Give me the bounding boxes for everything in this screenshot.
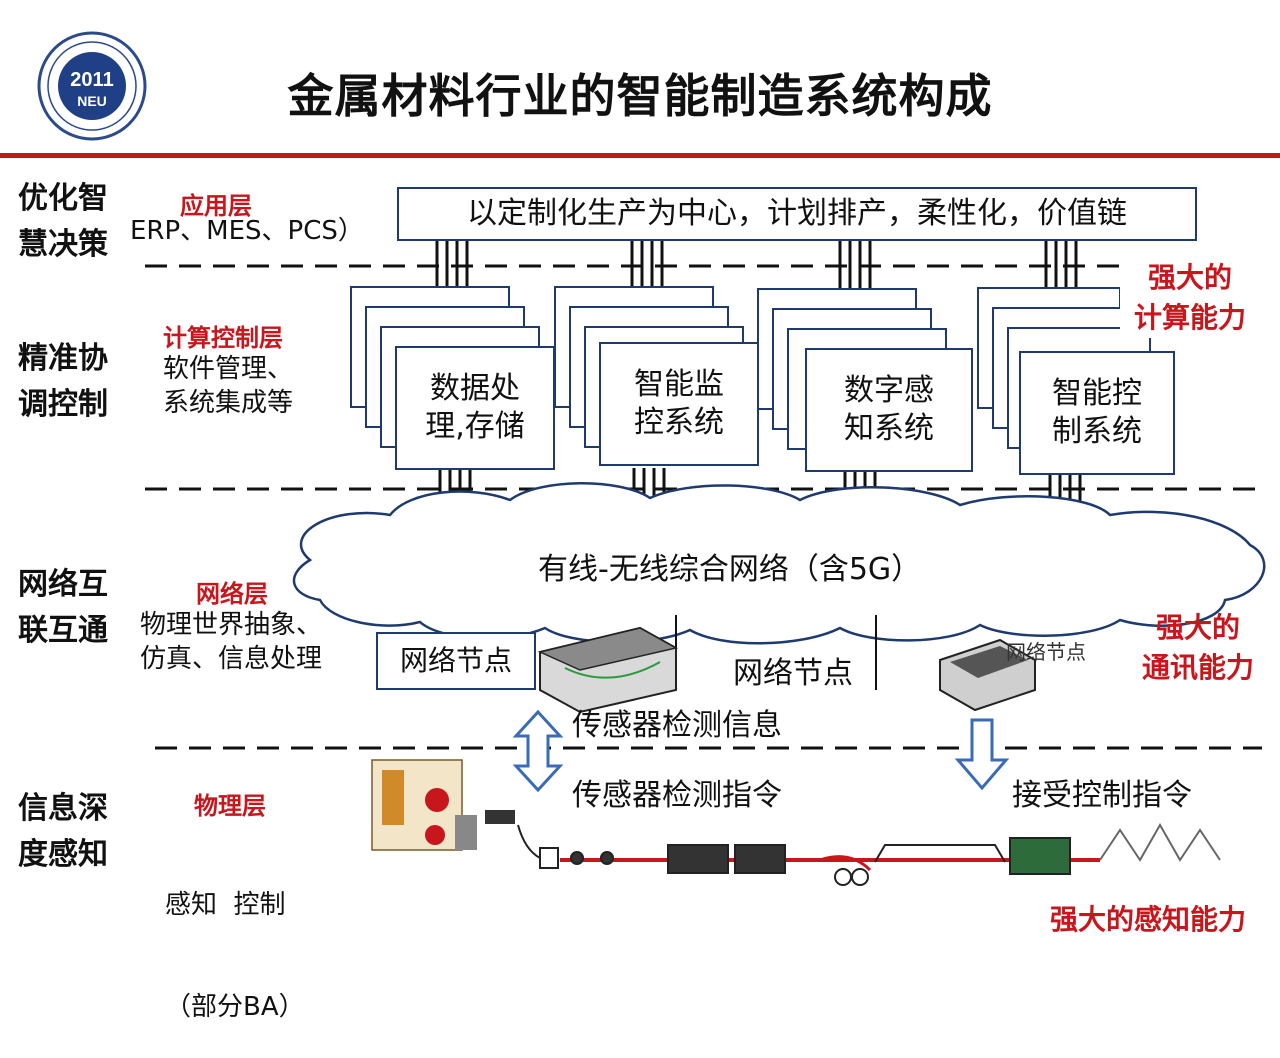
side-label-sensing-line1: 信息深	[18, 791, 108, 826]
smart-control-box: 智能控制系统	[1019, 351, 1175, 475]
sensor-info-label: 传感器检测信息	[572, 708, 782, 743]
receive-command-label: 接受控制指令	[1012, 778, 1192, 813]
rolling-mill-line-icon	[517, 822, 1221, 886]
logo-text: NEU	[77, 93, 107, 109]
network-node-box: 网络节点	[376, 632, 536, 690]
comm-capability-label: 强大的 通讯能力	[1128, 608, 1268, 688]
digital-sensing-stack: 数字感知系统	[757, 288, 973, 472]
application-layer-desc: ERP、MES、PCS）	[130, 216, 364, 246]
application-layer-title: 应用层	[180, 192, 252, 220]
side-label-control: 精准协 调控制	[18, 336, 128, 428]
side-label-decision-line2: 慧决策	[18, 227, 108, 262]
bus-connectors-top	[435, 238, 1078, 290]
logo-year: 2011	[70, 69, 113, 91]
bidirectional-arrow-icon	[512, 709, 564, 793]
router-icon	[537, 626, 679, 714]
title-divider	[0, 153, 1280, 158]
compute-layer-desc: 软件管理、 系统集成等	[163, 352, 293, 420]
side-label-network: 网络互 联互通	[18, 562, 128, 654]
compute-layer-desc-line2: 系统集成等	[163, 388, 294, 418]
smart-monitoring-line1: 智能监	[634, 367, 724, 402]
side-label-sensing-line2: 度感知	[18, 837, 108, 872]
down-arrow-icon	[954, 718, 1010, 791]
side-label-decision: 优化智 慧决策	[18, 176, 128, 268]
compute-capability-line1: 强大的	[1147, 261, 1232, 294]
side-label-sensing: 信息深 度感知	[18, 786, 128, 878]
sense-capability-label: 强大的感知能力	[1049, 903, 1246, 936]
network-cloud-label: 有线-无线综合网络（含5G）	[538, 552, 922, 587]
compute-layer-desc-line1: 软件管理、	[163, 354, 294, 384]
compute-layer-title: 计算控制层	[163, 324, 283, 352]
application-goal-box: 以定制化生产为中心，计划排产，柔性化，价值链	[397, 187, 1197, 241]
smart-monitoring-stack: 智能监控系统	[554, 286, 759, 466]
digital-sensing-line2: 知系统	[844, 411, 934, 446]
side-label-control-line2: 调控制	[18, 387, 108, 422]
digital-sensing-box: 数字感知系统	[805, 348, 973, 472]
network-layer-desc-line2: 仿真、信息处理	[140, 644, 323, 674]
network-cloud	[292, 482, 1266, 645]
comm-capability-line1: 强大的	[1155, 611, 1240, 644]
side-label-network-line1: 网络互	[18, 567, 108, 602]
network-layer-desc-line1: 物理世界抽象、	[140, 610, 323, 640]
physical-layer-desc-line2: （部分BA）	[165, 992, 305, 1022]
page-title: 金属材料行业的智能制造系统构成	[287, 69, 993, 123]
data-processing-stack: 数据处理,存储	[350, 286, 555, 470]
compute-capability-line2: 计算能力	[1133, 301, 1246, 334]
data-processing-line2: 理,存储	[425, 409, 525, 444]
network-layer-title: 网络层	[196, 580, 268, 608]
data-processing-line1: 数据处	[429, 371, 520, 406]
physical-layer-desc: 感知 控制 （部分BA）	[165, 820, 305, 1058]
diagram-canvas	[145, 238, 1266, 886]
network-node-center-label: 网络节点	[733, 656, 853, 691]
physical-layer-desc-line1: 感知 控制	[165, 890, 286, 920]
side-label-decision-line1: 优化智	[18, 181, 108, 216]
comm-capability-line2: 通讯能力	[1141, 651, 1254, 684]
network-node-image-label: 网络节点	[1006, 640, 1086, 664]
smart-monitoring-box: 智能监控系统	[599, 342, 759, 466]
network-layer-desc: 物理世界抽象、 仿真、信息处理	[140, 608, 322, 676]
smart-monitoring-line2: 控系统	[634, 405, 724, 440]
data-processing-box: 数据处理,存储	[395, 346, 555, 470]
digital-sensing-line1: 数字感	[844, 373, 934, 408]
neu-2011-logo-icon: 2011 NEU	[37, 31, 147, 141]
compute-capability-label: 强大的 计算能力	[1120, 258, 1260, 338]
sensor-command-label: 传感器检测指令	[572, 778, 782, 813]
side-label-network-line2: 联互通	[18, 613, 108, 648]
side-label-control-line1: 精准协	[18, 341, 108, 376]
smart-control-stack: 智能控制系统	[977, 287, 1175, 475]
steel-plant-equipment-icon	[371, 759, 515, 851]
smart-control-line1: 智能控	[1052, 376, 1142, 411]
smart-control-line2: 制系统	[1052, 414, 1142, 449]
switch-icon	[939, 638, 1036, 712]
physical-layer-title: 物理层	[194, 792, 266, 820]
